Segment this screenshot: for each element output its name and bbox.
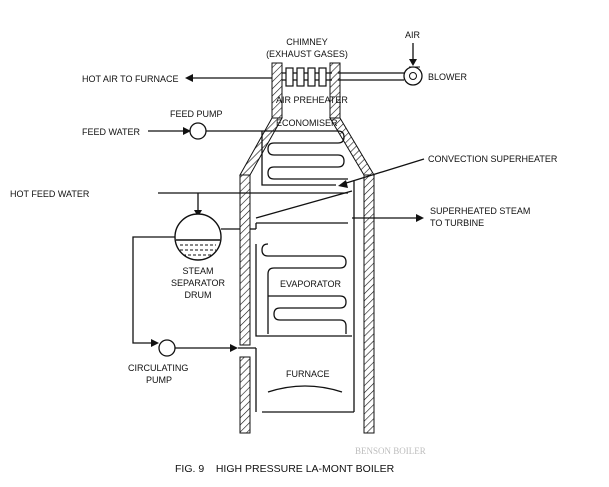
chimney-label-sub: (EXHAUST GASES) xyxy=(266,49,348,59)
bleed-through-text: BENSON BOILER xyxy=(355,446,426,456)
circulating-pump-label: CIRCULATING xyxy=(128,363,188,373)
boiler-shell xyxy=(239,62,375,434)
hot-air-arrow xyxy=(185,74,193,82)
blower-label: BLOWER xyxy=(428,72,468,82)
economiser-coil xyxy=(267,130,348,180)
superheated-steam-label: SUPERHEATED STEAM xyxy=(430,206,530,216)
left-wall-lower xyxy=(239,356,251,434)
feed-pump-label: FEED PUMP xyxy=(170,109,223,119)
feed-water-arrow xyxy=(183,127,191,135)
drum-label-drum: DRUM xyxy=(185,290,212,300)
hot-air-label: HOT AIR TO FURNACE xyxy=(82,74,179,84)
blower-icon xyxy=(403,66,423,86)
convection-superheater-label: CONVECTION SUPERHEATER xyxy=(428,154,558,164)
furnace-burner xyxy=(267,385,343,393)
evaporator-coil xyxy=(261,243,347,334)
convection-superheater-pointer xyxy=(338,180,348,188)
furnace-label: FURNACE xyxy=(286,369,330,379)
air-inlet-arrow xyxy=(409,59,417,66)
chimney-right-wall xyxy=(329,62,341,119)
circulating-pump-icon xyxy=(158,339,176,357)
air-preheater-label: AIR PREHEATER xyxy=(276,95,348,105)
chimney-label: CHIMNEY xyxy=(286,37,328,47)
circulating-pump-label-sub: PUMP xyxy=(146,375,172,385)
chimney-left-wall xyxy=(271,62,283,119)
drum-outlet-arrow xyxy=(151,339,159,347)
figure-caption: FIG. 9 HIGH PRESSURE LA-MONT BOILER xyxy=(175,463,395,475)
right-wall xyxy=(363,174,375,434)
circulating-pump-arrow xyxy=(230,344,238,352)
superheated-steam-label-sub: TO TURBINE xyxy=(430,218,484,228)
feed-water-label: FEED WATER xyxy=(82,127,140,137)
air-preheater xyxy=(282,67,332,87)
hot-feed-water-label: HOT FEED WATER xyxy=(10,189,90,199)
economiser-label: ECONOMISER xyxy=(276,118,338,128)
feed-pump-icon xyxy=(189,122,207,140)
evaporator-label: EVAPORATOR xyxy=(280,279,342,289)
drum-label-separator: SEPARATOR xyxy=(171,278,226,288)
steam-separator-drum xyxy=(174,213,222,261)
air-label: AIR xyxy=(405,30,421,40)
left-wall-upper xyxy=(239,174,251,346)
drum-label-steam: STEAM xyxy=(182,266,213,276)
superheated-steam-arrow xyxy=(416,214,424,222)
